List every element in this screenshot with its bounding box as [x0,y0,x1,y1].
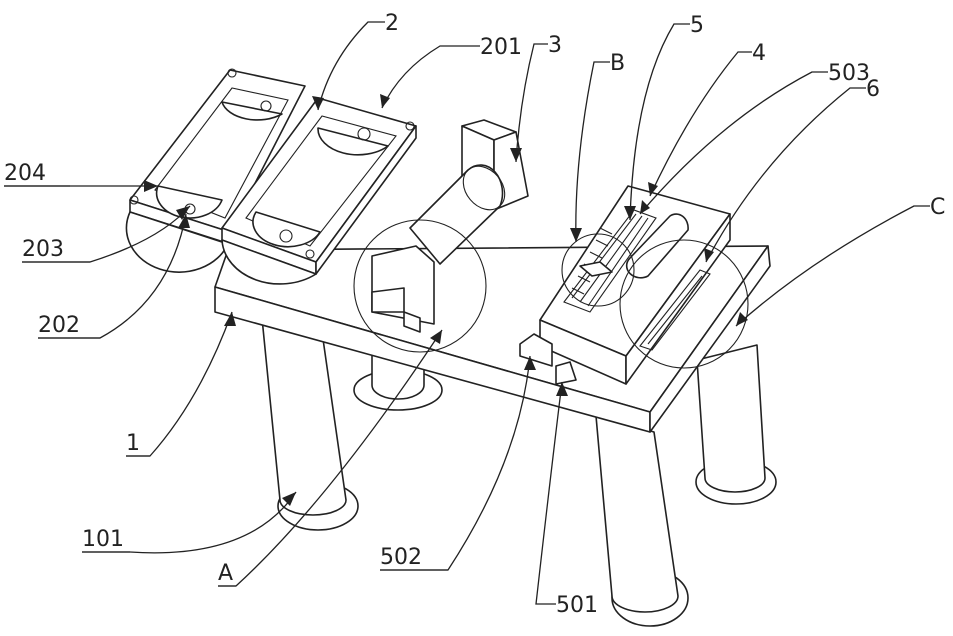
label-4: 4 [752,41,766,66]
label-B: B [610,51,625,76]
label-6: 6 [866,77,880,102]
label-201: 201 [480,35,522,60]
label-C: C [930,195,945,220]
tray-right [221,97,417,285]
label-3: 3 [548,33,562,58]
label-202: 202 [38,313,80,338]
label-502: 502 [380,545,422,570]
detail-C-circle [619,239,749,369]
label-5: 5 [690,13,704,38]
label-204: 204 [4,161,46,186]
label-1: 1 [126,431,140,456]
roller [409,164,506,265]
detail-A-circle [353,219,487,353]
clamp-501-502 [519,333,577,385]
detail-B-circle [561,233,635,307]
leg-front-left [261,317,359,531]
leader-arrowheads [144,94,748,506]
label-503: 503 [828,61,870,86]
label-2: 2 [385,11,399,36]
leg-back-right [695,344,777,505]
label-101: 101 [82,527,124,552]
label-203: 203 [22,237,64,262]
label-501: 501 [556,593,598,618]
leg-front-right [595,415,689,627]
label-A: A [218,561,233,586]
label-underlines [4,185,448,587]
